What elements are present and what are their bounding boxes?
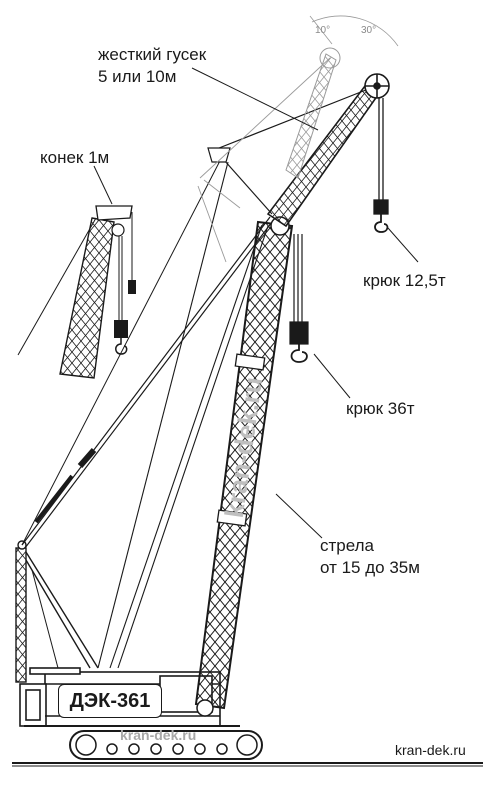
label-hook-36t: крюк 36т bbox=[346, 399, 415, 418]
label-hook-12-5t: крюк 12,5т bbox=[363, 271, 446, 290]
label-boom: стрела от 15 до 35м bbox=[320, 535, 420, 579]
jib-ghost-positions bbox=[197, 15, 399, 263]
ground bbox=[12, 762, 483, 767]
a-frame-mast bbox=[15, 540, 99, 683]
label-rigid-jib-line2: 5 или 10м bbox=[98, 67, 177, 86]
label-boom-line2: от 15 до 35м bbox=[320, 558, 420, 577]
watermark-body: kran-dek.ru bbox=[120, 727, 197, 743]
jib-head-sheave bbox=[364, 73, 390, 99]
pendant-ropes bbox=[21, 152, 273, 549]
label-rigid-jib-line1: жесткий гусек bbox=[98, 45, 207, 64]
crawler-track bbox=[69, 730, 263, 760]
boom-ropes bbox=[97, 161, 269, 669]
model-plate: ДЭК-361 bbox=[58, 684, 162, 718]
ridge-inset bbox=[17, 205, 136, 379]
label-rigid-jib: жесткий гусек 5 или 10м bbox=[98, 44, 206, 88]
hook-36t bbox=[289, 234, 309, 363]
hook-12-5t bbox=[373, 98, 389, 233]
leader-lines bbox=[93, 67, 419, 539]
angle-30: 30° bbox=[361, 25, 377, 36]
label-boom-line1: стрела bbox=[320, 536, 375, 555]
angle-10: 10° bbox=[315, 25, 331, 36]
watermark-corner: kran-dek.ru bbox=[395, 742, 466, 758]
label-ridge: конек 1м bbox=[40, 148, 110, 167]
